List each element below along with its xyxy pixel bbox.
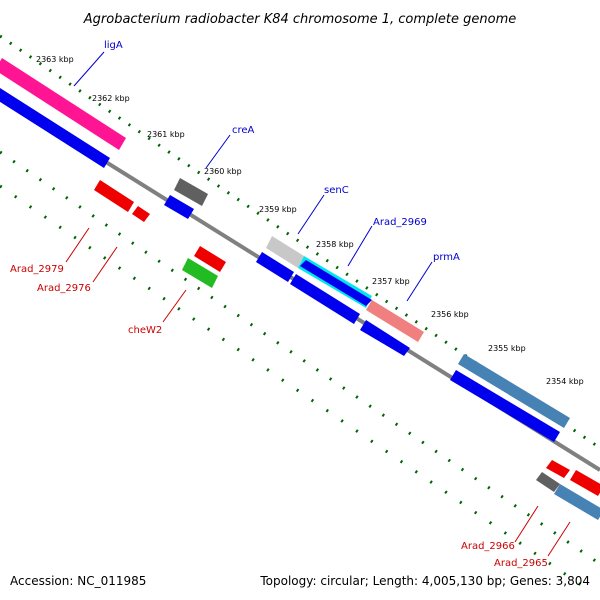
gc-track-outer xyxy=(0,34,600,450)
tick-label: 2355 kbp xyxy=(488,344,526,353)
gc-track-inner xyxy=(0,150,600,566)
label-prmA[interactable]: prmA xyxy=(433,252,460,263)
gene-ligA[interactable] xyxy=(0,58,126,150)
gene-senC[interactable] xyxy=(266,236,304,268)
label-ligA[interactable]: ligA xyxy=(104,40,123,51)
tick-label: 2361 kbp xyxy=(147,130,185,139)
leader-line xyxy=(162,289,187,323)
tick-label: 2359 kbp xyxy=(259,205,297,214)
tick-label: 2358 kbp xyxy=(316,240,354,249)
label-senC[interactable]: senC xyxy=(324,185,349,196)
cds-reverse[interactable] xyxy=(194,246,226,272)
gene-blue[interactable] xyxy=(554,484,600,520)
tick-label: 2362 kbp xyxy=(92,94,130,103)
leader-line xyxy=(205,134,231,169)
cds-forward[interactable] xyxy=(0,88,110,168)
tick-label: 2360 kbp xyxy=(204,167,242,176)
leader-line xyxy=(297,194,325,235)
tick-label: 2354 kbp xyxy=(546,377,584,386)
leader-line xyxy=(65,227,90,263)
cds-forward[interactable] xyxy=(450,370,560,442)
map-title: Agrobacterium radiobacter K84 chromosome… xyxy=(83,12,516,27)
gene-cheW2[interactable] xyxy=(182,258,218,288)
label-arad2965[interactable]: Arad_2965 xyxy=(494,558,548,569)
label-arad2969[interactable]: Arad_2969 xyxy=(373,217,427,228)
leader-line xyxy=(514,505,539,543)
label-creA[interactable]: creA xyxy=(232,125,255,136)
cds-forward[interactable] xyxy=(164,195,194,219)
cds-forward[interactable] xyxy=(290,274,360,324)
cds-reverse[interactable] xyxy=(546,460,570,478)
leader-line xyxy=(547,521,571,557)
cds-forward[interactable] xyxy=(300,260,372,306)
gene-creA[interactable] xyxy=(174,178,208,206)
leader-line xyxy=(406,261,433,302)
accession-text: Accession: NC_011985 xyxy=(10,574,146,588)
gene-blue[interactable] xyxy=(458,354,570,428)
leader-line xyxy=(347,225,373,267)
tick-label: 2363 kbp xyxy=(36,55,74,64)
cds-reverse[interactable] xyxy=(132,206,150,222)
label-arad2966[interactable]: Arad_2966 xyxy=(461,541,515,552)
label-arad2976[interactable]: Arad_2976 xyxy=(37,283,91,294)
tick-label: 2356 kbp xyxy=(431,310,469,319)
gene-prmA[interactable] xyxy=(366,300,424,342)
cds-reverse[interactable] xyxy=(570,470,600,496)
cds-reverse[interactable] xyxy=(94,180,134,212)
leader-line xyxy=(73,51,105,87)
label-chew2[interactable]: cheW2 xyxy=(128,325,162,336)
cds-forward[interactable] xyxy=(256,252,294,282)
leader-line xyxy=(92,246,118,283)
cds-forward[interactable] xyxy=(360,320,410,356)
tick-label: 2357 kbp xyxy=(372,277,410,286)
genome-summary: Topology: circular; Length: 4,005,130 bp… xyxy=(259,574,590,588)
label-arad2979[interactable]: Arad_2979 xyxy=(10,264,64,275)
gene-grey[interactable] xyxy=(536,472,560,492)
